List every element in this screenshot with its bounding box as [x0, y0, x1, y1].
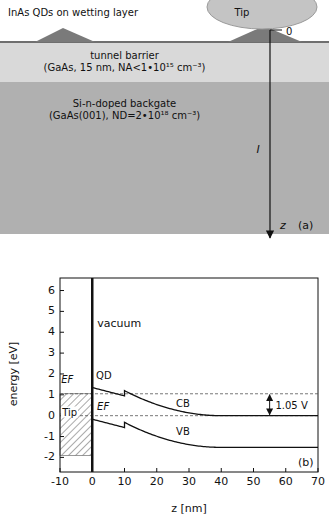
conduction-band [92, 388, 318, 416]
vacuum-barrier [91, 278, 94, 472]
tick-label: 0 [48, 410, 55, 422]
tick-mark [124, 468, 125, 472]
backgate-layer [0, 82, 329, 234]
tick-mark [221, 468, 222, 472]
band-label: CB [176, 398, 190, 409]
heading-label: InAs QDs on wetting layer [8, 7, 138, 18]
tick-label: 4 [48, 326, 55, 338]
plot-frame [60, 278, 318, 472]
tick-label: 0 [89, 476, 96, 488]
axis-title: z [nm] [171, 503, 207, 515]
layer-name: Tip [235, 7, 250, 19]
tunnel-barrier-layer [0, 42, 329, 82]
tick-label: 1 [48, 389, 55, 401]
tip-metal-hatch [60, 394, 92, 456]
panel-label: (b) [298, 457, 314, 469]
layer-name: Si-n-doped backgate [73, 98, 177, 110]
fermi-level-label: EF [61, 374, 73, 385]
tip-outline [207, 0, 317, 29]
tick-mark [60, 394, 64, 395]
fermi-level-line [60, 393, 318, 394]
quantum-dot [35, 28, 95, 42]
z-axis-arrow [269, 30, 270, 238]
tick-mark [156, 468, 157, 472]
current-label: I [256, 144, 259, 156]
tip-outline [206, 0, 318, 30]
tick-label: 5 [48, 305, 55, 317]
axis-title: energy [eV] [8, 342, 20, 407]
tick-label: 6 [48, 284, 55, 296]
tick-label: 2 [48, 368, 55, 380]
tick-label: 60 [279, 476, 293, 488]
fermi-level-label: EF [96, 401, 110, 412]
tick-mark [60, 353, 64, 354]
band-label: VB [176, 426, 190, 437]
band-plot [60, 278, 318, 472]
tick-label: 3 [48, 347, 55, 359]
tick-label: 20 [150, 476, 164, 488]
valence-band [92, 419, 318, 447]
voltage-arrow [269, 395, 270, 415]
layer-name: tunnel barrier [90, 50, 159, 62]
layer-band: Si-n-doped backgate(GaAs(001), ND=2•10¹⁸… [0, 82, 329, 138]
tick-label: -10 [51, 476, 69, 488]
tick-mark [60, 311, 64, 312]
panel-label: (a) [298, 220, 313, 232]
tick-mark [60, 468, 61, 472]
voltage-label: 1.05 V [274, 399, 308, 410]
tick-mark [60, 436, 64, 437]
tick-mark [60, 290, 64, 291]
tick-label: 70 [311, 476, 325, 488]
zero-mark [270, 30, 282, 31]
tick-label: 50 [247, 476, 261, 488]
tick-label: 40 [214, 476, 228, 488]
layer-details: (GaAs, 15 nm, NA<1•10¹⁵ cm⁻³) [44, 62, 206, 74]
tick-mark [253, 468, 254, 472]
region-label: vacuum [97, 318, 141, 330]
tick-label: -1 [44, 430, 55, 442]
tick-mark [60, 457, 64, 458]
tick-mark [60, 332, 64, 333]
tick-mark [189, 468, 190, 472]
tick-label: 30 [182, 476, 196, 488]
region-label: Tip [61, 406, 78, 417]
tick-mark [318, 468, 319, 472]
tip-shape: Tip [206, 0, 318, 30]
origin-label: 0 [286, 26, 292, 37]
layer-details: (GaAs(001), ND=2•10¹⁸ cm⁻³) [49, 110, 200, 122]
tick-label: -2 [44, 451, 55, 463]
tick-mark [285, 468, 286, 472]
tick-label: 10 [118, 476, 132, 488]
layer-band: tunnel barrier(GaAs, 15 nm, NA<1•10¹⁵ cm… [0, 42, 329, 82]
region-label: QD [96, 370, 112, 381]
axis-label: z [280, 220, 286, 232]
